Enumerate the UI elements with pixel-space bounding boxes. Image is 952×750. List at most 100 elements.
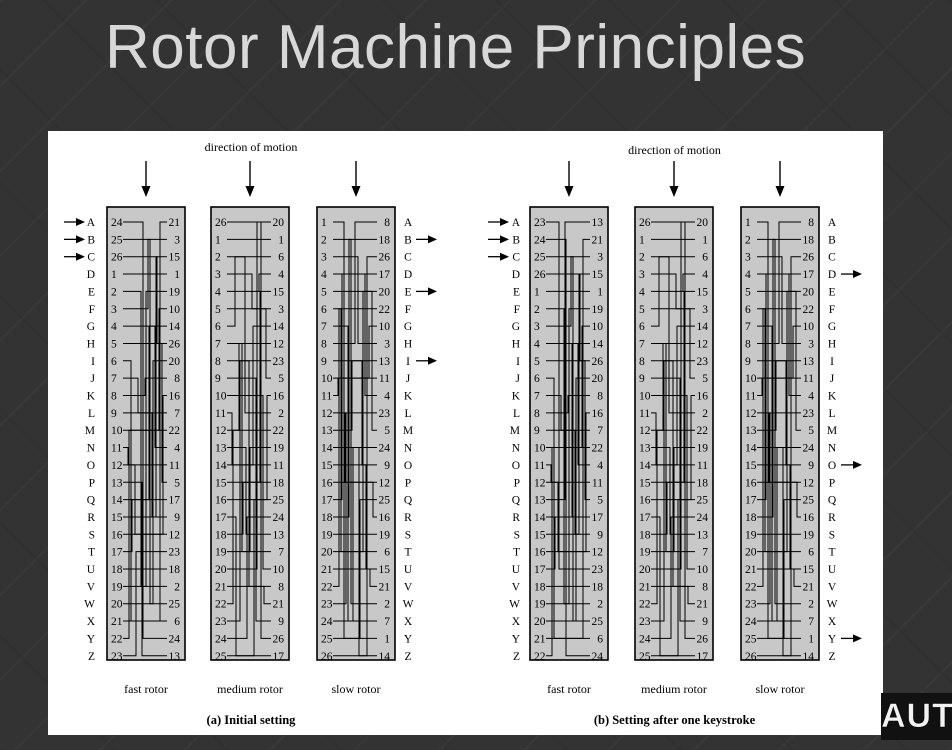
fast-rotor-left-number: 10 (111, 425, 123, 437)
medium-rotor-wire (651, 273, 695, 292)
slow-rotor-wire (757, 308, 801, 587)
slow-rotor-right-number: 16 (379, 512, 391, 524)
medium-rotor-wire (651, 499, 695, 657)
letter-right-S: S (405, 529, 411, 541)
letter-right-I: I (406, 356, 410, 368)
medium-rotor-left-number: 9 (639, 373, 645, 385)
medium-rotor-right-number: 8 (278, 581, 284, 593)
fast-rotor-right-number: 25 (169, 599, 181, 611)
fast-rotor-right-number: 6 (174, 616, 180, 628)
fast-rotor-right-number: 3 (597, 252, 603, 264)
letter-left-V: V (512, 581, 521, 593)
fast-rotor-wire (123, 395, 167, 535)
slow-rotor-right-number: 5 (384, 425, 390, 437)
medium-rotor-right-number: 3 (702, 304, 708, 316)
slow-rotor-left-number: 19 (745, 529, 757, 541)
slow-rotor-left-number: 13 (321, 425, 333, 437)
fast-rotor-left-number: 22 (534, 651, 546, 663)
medium-rotor-left-number: 12 (639, 425, 651, 437)
slow-rotor-left-number: 17 (745, 495, 757, 507)
fast-rotor-right-number: 18 (169, 564, 181, 576)
letter-left-Q: Q (512, 495, 521, 507)
slow-rotor-right-number: 1 (808, 633, 814, 645)
medium-rotor-left-number: 22 (639, 599, 651, 611)
medium-rotor-right-number: 22 (697, 425, 709, 437)
slow-rotor-wire (333, 377, 377, 396)
medium-rotor-left-number: 15 (639, 477, 651, 489)
slow-rotor-wire (757, 238, 801, 605)
fast-rotor-right-number: 5 (597, 495, 603, 507)
slow-rotor-right-number: 19 (379, 529, 391, 541)
fast-rotor-left-number: 12 (534, 477, 546, 489)
slow-rotor-wire (333, 447, 377, 622)
letter-left-T: T (513, 547, 520, 559)
slow-rotor-right-number: 14 (379, 651, 391, 663)
slow-rotor-wire (757, 256, 801, 657)
slow-rotor-right-number: 1 (384, 633, 390, 645)
medium-rotor-left-number: 7 (639, 338, 645, 350)
slow-rotor-label: slow rotor (756, 682, 805, 696)
fast-rotor-left-number: 25 (111, 234, 123, 246)
fast-rotor-left-number: 10 (534, 443, 546, 455)
letter-right-T: T (404, 547, 411, 559)
letter-left-D: D (87, 269, 95, 281)
medium-rotor-right-number: 18 (273, 477, 285, 489)
slow-rotor-wire (333, 308, 377, 587)
fast-rotor-left-number: 17 (111, 547, 123, 559)
slow-rotor-left-number: 25 (321, 633, 333, 645)
slow-rotor-right-number: 4 (808, 391, 814, 403)
fast-rotor-left-number: 24 (111, 217, 123, 229)
medium-rotor-left-number: 7 (215, 338, 221, 350)
letter-right-C: C (404, 252, 412, 264)
letter-right-X: X (828, 616, 837, 628)
input-arrow-C-head (500, 252, 509, 261)
fast-rotor-left-number: 6 (111, 356, 117, 368)
medium-rotor-right-number: 4 (702, 269, 708, 281)
letter-right-U: U (828, 564, 837, 576)
slow-rotor-right-number: 22 (379, 304, 391, 316)
letter-left-Z: Z (88, 651, 95, 663)
slow-rotor-right-number: 17 (379, 269, 391, 281)
fast-rotor-left-number: 9 (534, 425, 540, 437)
fast-rotor-left-number: 20 (111, 599, 123, 611)
fast-rotor-right-number: 3 (174, 234, 180, 246)
slow-rotor-right-number: 8 (808, 217, 814, 229)
medium-rotor-right-number: 25 (273, 495, 285, 507)
slow-rotor-left-number: 5 (745, 286, 751, 298)
medium-rotor-right-number: 14 (273, 321, 285, 333)
medium-rotor-wire (651, 256, 695, 327)
fast-rotor-right-number: 20 (169, 356, 181, 368)
panel-caption-a: (a) Initial setting (207, 713, 297, 727)
slow-rotor-left-number: 2 (745, 234, 751, 246)
slow-rotor-left-number: 12 (321, 408, 333, 420)
medium-rotor-left-number: 21 (215, 581, 227, 593)
fast-rotor-left-number: 2 (534, 304, 540, 316)
medium-rotor-motion-arrow-head (245, 186, 255, 197)
medium-rotor-left-number: 19 (639, 547, 651, 559)
slow-rotor-left-number: 17 (321, 495, 333, 507)
medium-rotor-wire (651, 447, 695, 535)
slow-rotor-right-number: 19 (803, 529, 815, 541)
fast-rotor-label: fast rotor (547, 682, 591, 696)
letter-right-M: M (403, 425, 413, 437)
slow-rotor-right-number: 17 (803, 269, 815, 281)
medium-rotor-wire (651, 221, 695, 570)
fast-rotor-right-number: 24 (592, 651, 604, 663)
medium-rotor-left-number: 12 (215, 425, 227, 437)
medium-rotor-left-number: 1 (215, 234, 221, 246)
fast-rotor-wire (123, 429, 167, 639)
slow-rotor-left-number: 7 (321, 321, 327, 333)
slow-rotor-wire (757, 447, 801, 622)
slow-rotor-right-number: 7 (384, 616, 390, 628)
slow-rotor-left-number: 26 (321, 651, 333, 663)
medium-rotor-motion-arrow-head (669, 186, 679, 197)
letter-right-T: T (828, 547, 835, 559)
medium-rotor-left-number: 23 (639, 616, 651, 628)
letter-right-N: N (828, 443, 837, 455)
letter-right-X: X (404, 616, 413, 628)
letter-left-E: E (88, 286, 95, 298)
medium-rotor-left-number: 13 (639, 443, 651, 455)
fast-rotor-left-number: 20 (534, 616, 546, 628)
slow-rotor-left-number: 11 (321, 391, 332, 403)
letter-left-C: C (512, 252, 520, 264)
